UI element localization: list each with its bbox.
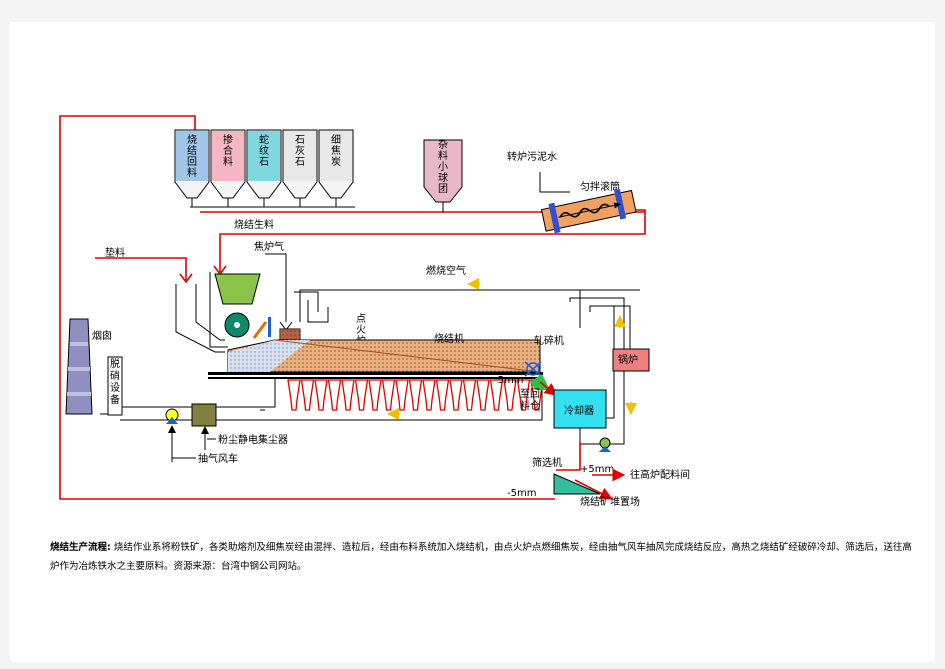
svg-text:脱硝设备: 脱硝设备	[110, 357, 120, 406]
bin-3: 蛇纹石	[246, 129, 282, 207]
screening-machine	[553, 473, 601, 495]
cooler	[553, 389, 607, 429]
mixer-label: 匀拌滚筒	[580, 180, 620, 193]
bin-label-5: 细焦炭	[331, 133, 341, 168]
bin-label-1: 烧结回料	[187, 133, 197, 179]
page-canvas: 烧结回料 掺合料 蛇纹石 石灰石 细焦炭 杂料小球团 转炉污泥水 匀拌滚筒 烧结生料 垫…	[10, 22, 935, 662]
electrostatic-precipitator	[191, 403, 217, 427]
coke-gas-label: 焦炉气	[254, 240, 284, 253]
sinter-machine-label: 烧结机	[434, 332, 464, 345]
svg-text:杂料小球团: 杂料小球团	[438, 139, 448, 195]
boiler	[612, 348, 650, 372]
misc-pellet-bin	[423, 139, 463, 203]
minus5-bin-size: -5mm	[494, 375, 523, 386]
mixer-drum	[540, 188, 637, 234]
sinter-process-diagram: 烧结回料 掺合料 蛇纹石 石灰石 细焦炭 杂料小球团 转炉污泥水 匀拌滚筒 烧结生料 垫…	[59, 115, 690, 508]
bin-label-2: 掺合料	[223, 133, 233, 168]
plus5-label: +5mm	[580, 464, 614, 475]
return-bin-label: 至回料仓	[520, 388, 540, 412]
combustion-air-label: 燃烧空气	[426, 264, 466, 277]
sludge-label: 转炉污泥水	[507, 150, 557, 163]
bin-2: 掺合料	[210, 129, 246, 207]
chimney-label: 烟囱	[92, 329, 112, 342]
bin-label-4: 石灰石	[295, 135, 305, 168]
bin-1: 烧结回料	[174, 129, 210, 207]
raw-feed-label: 烧结生料	[234, 218, 274, 231]
caption-lead: 烧结生产流程:	[50, 542, 111, 553]
bin-5: 细焦炭	[318, 129, 354, 207]
chimney	[65, 318, 93, 415]
cooler-label: 冷却器	[564, 404, 594, 417]
return-fines-line	[59, 115, 555, 500]
bin-4: 石灰石	[282, 129, 318, 207]
feed-hopper	[214, 273, 261, 305]
minus5-label: -5mm	[507, 488, 536, 499]
sinter-machine	[208, 339, 543, 379]
esp-label: 粉尘静电集尘器	[218, 433, 288, 446]
process-description: 烧结生产流程: 烧结作业系将粉铁矿，各类助熔剂及细焦炭经由混拌、造粒后，经由布料…	[50, 538, 920, 576]
exhaust-fan-label: 抽气风车	[198, 452, 238, 465]
raw-material-bins: 烧结回料 掺合料 蛇纹石 石灰石 细焦炭	[174, 129, 354, 207]
crusher-label: 轧碎机	[534, 334, 564, 347]
bin-label-3: 蛇纹石	[259, 133, 269, 168]
misc-bin-label: 杂料小球团	[438, 139, 448, 195]
exhaust-duct	[120, 378, 276, 408]
crusher	[524, 361, 542, 377]
to-blast-furnace-label: 往高炉配料间	[630, 468, 690, 481]
bedding-label: 垫料	[105, 246, 125, 259]
stockyard-label: 烧结矿堆置场	[580, 495, 640, 508]
denitrification-unit	[107, 356, 123, 416]
boiler-label: 锅炉	[618, 354, 638, 366]
screen-label: 筛选机	[532, 456, 562, 469]
caption-text: 烧结作业系将粉铁矿，各类助熔剂及细焦炭经由混拌、造粒后，经由布料系统加入烧结机，…	[50, 542, 912, 572]
